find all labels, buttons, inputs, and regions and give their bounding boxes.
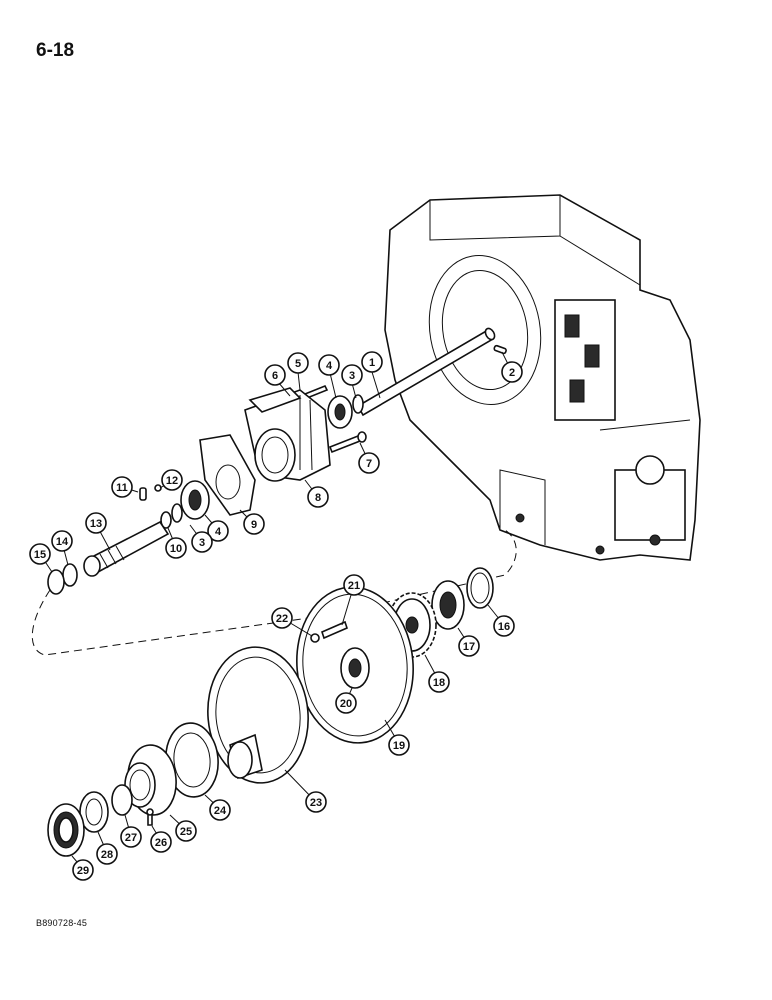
callout-24: 24 — [209, 799, 231, 821]
callout-4-upper: 4 — [318, 354, 340, 376]
svg-text:18: 18 — [433, 677, 445, 689]
svg-text:4: 4 — [215, 526, 222, 538]
cover-23 — [207, 646, 309, 784]
gasket-24 — [165, 722, 219, 798]
pin-2 — [493, 344, 507, 355]
snap-ring-27 — [111, 784, 133, 816]
callout-11: 11 — [111, 476, 133, 498]
callout-4-lower: 4 — [207, 520, 229, 542]
svg-text:7: 7 — [366, 458, 372, 470]
transmission-housing — [384, 194, 701, 561]
callout-15: 15 — [29, 543, 51, 565]
svg-text:1: 1 — [369, 357, 375, 369]
svg-text:8: 8 — [315, 492, 321, 504]
callout-19: 19 — [388, 734, 410, 756]
gasket-9 — [199, 434, 256, 516]
svg-text:11: 11 — [116, 482, 128, 494]
callout-6: 6 — [264, 364, 286, 386]
callout-17: 17 — [458, 635, 480, 657]
callout-1: 1 — [361, 351, 383, 373]
callout-21: 21 — [343, 574, 365, 596]
svg-text:15: 15 — [34, 549, 46, 561]
svg-text:13: 13 — [90, 518, 102, 530]
svg-text:6: 6 — [272, 370, 278, 382]
svg-text:4: 4 — [326, 360, 333, 372]
svg-text:2: 2 — [509, 367, 515, 379]
bolt-26 — [146, 808, 154, 826]
callout-5: 5 — [287, 352, 309, 374]
callout-9: 9 — [243, 513, 265, 535]
pins-11-12 — [139, 484, 162, 501]
bearing-4-upper — [327, 394, 364, 429]
callout-8: 8 — [307, 486, 329, 508]
svg-text:16: 16 — [498, 621, 510, 633]
callout-29: 29 — [72, 859, 94, 881]
svg-text:27: 27 — [125, 832, 137, 844]
ball-22 — [310, 633, 320, 643]
svg-text:25: 25 — [180, 826, 192, 838]
rings-14-15 — [47, 563, 78, 595]
svg-text:26: 26 — [155, 837, 167, 849]
snap-ring-16 — [466, 567, 494, 609]
callout-26: 26 — [150, 831, 172, 853]
svg-text:3: 3 — [199, 537, 205, 549]
bearing-28 — [79, 791, 109, 833]
callout-18: 18 — [428, 671, 450, 693]
dashed-connector — [31, 529, 517, 656]
bearing-17 — [431, 580, 465, 630]
callout-2: 2 — [501, 361, 523, 383]
svg-text:19: 19 — [393, 740, 405, 752]
page-number: 6-18 — [36, 40, 75, 61]
callout-27: 27 — [120, 826, 142, 848]
svg-text:24: 24 — [214, 805, 227, 817]
svg-text:29: 29 — [77, 865, 89, 877]
callout-7: 7 — [358, 452, 380, 474]
bolt-7 — [328, 431, 367, 454]
callout-10: 10 — [165, 537, 187, 559]
svg-text:17: 17 — [463, 641, 475, 653]
svg-text:23: 23 — [310, 797, 322, 809]
bearing-4-lower — [160, 480, 210, 529]
svg-text:12: 12 — [166, 475, 178, 487]
callout-14: 14 — [51, 530, 73, 552]
pump-housing-8 — [244, 387, 331, 482]
bearing-20 — [340, 647, 370, 689]
retainer-25 — [124, 744, 177, 816]
svg-text:9: 9 — [251, 519, 257, 531]
svg-text:14: 14 — [56, 536, 69, 548]
callout-20: 20 — [335, 692, 357, 714]
svg-text:3: 3 — [349, 370, 355, 382]
callout-28: 28 — [96, 843, 118, 865]
seal-29 — [47, 803, 85, 857]
svg-text:28: 28 — [101, 849, 113, 861]
svg-text:21: 21 — [348, 580, 360, 592]
svg-text:20: 20 — [340, 698, 352, 710]
callout-16: 16 — [493, 615, 515, 637]
callout-25: 25 — [175, 820, 197, 842]
svg-text:10: 10 — [170, 543, 182, 555]
callout-22: 22 — [271, 607, 293, 629]
callout-12: 12 — [161, 469, 183, 491]
reference-code: B890728-45 — [36, 918, 88, 928]
spring-21 — [321, 620, 348, 640]
callout-13: 13 — [85, 512, 107, 534]
callout-23: 23 — [305, 791, 327, 813]
svg-text:22: 22 — [276, 613, 288, 625]
shaft-13 — [83, 520, 170, 577]
callout-3-lower: 3 — [191, 531, 213, 553]
callout-3-upper: 3 — [341, 364, 363, 386]
svg-text:5: 5 — [295, 358, 301, 370]
